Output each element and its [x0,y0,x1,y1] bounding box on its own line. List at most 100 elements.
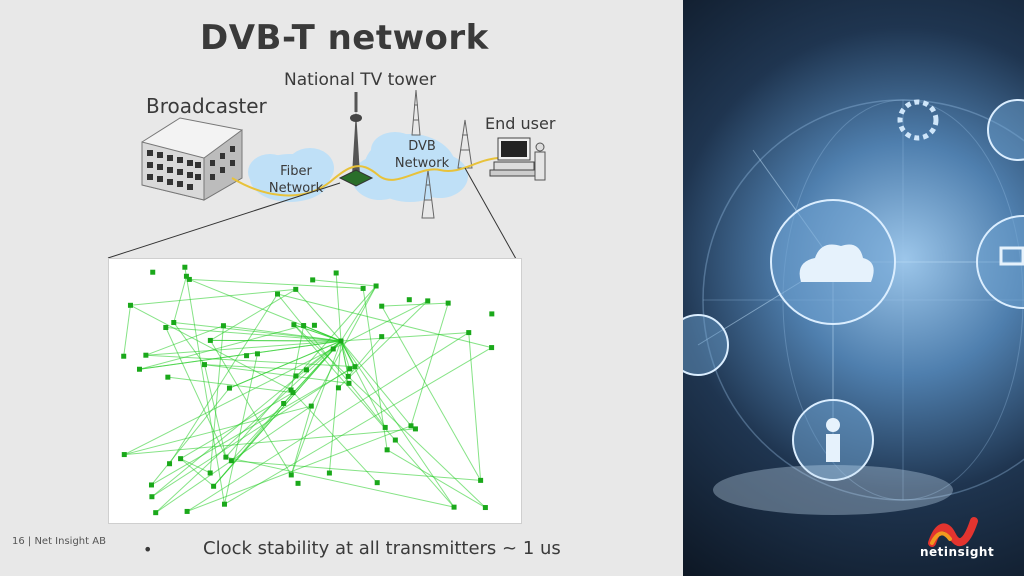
network-node [361,286,366,291]
network-node [374,283,379,288]
network-node [149,494,154,499]
network-link [341,286,376,341]
network-node [244,353,249,358]
network-node [304,367,309,372]
network-node [293,373,298,378]
network-node [184,274,189,279]
zoom-line-right [465,168,520,266]
network-node [331,346,336,351]
network-link [341,341,411,426]
broadcaster-building-icon [142,118,242,200]
network-link [224,354,257,504]
network-node [293,287,298,292]
dvb-network-label-line2: Network [392,155,452,172]
network-node [452,505,457,510]
network-node [346,374,351,379]
network-node [182,265,187,270]
network-link [313,280,376,286]
network-link [210,340,341,341]
network-node [255,351,260,356]
network-node [296,481,301,486]
broadcaster-label: Broadcaster [146,94,267,118]
fiber-network-label-line1: Fiber [264,163,328,180]
network-link [382,303,448,306]
bullet-symbol: • [143,540,152,559]
end-user-label: End user [485,114,555,133]
fiber-network-label-line2: Network [264,180,328,197]
network-node [489,345,494,350]
end-user-computer-icon [490,138,545,180]
network-node [379,334,384,339]
network-link [124,406,311,454]
network-node [446,301,451,306]
network-node [289,472,294,477]
network-node [122,452,127,457]
network-node [385,447,390,452]
network-node [281,401,286,406]
national-tv-tower-label: National TV tower [284,70,436,90]
network-node [149,482,154,487]
database-node-icon [988,100,1024,160]
network-node [466,330,471,335]
network-link [341,341,454,507]
network-topology-map [108,258,522,524]
network-node [407,297,412,302]
network-node [143,353,148,358]
network-node [334,270,339,275]
network-node [227,386,232,391]
gear-icon [900,102,936,138]
network-link [294,325,485,508]
network-node [229,458,234,463]
network-link [226,286,376,457]
network-node [301,323,306,328]
network-node [165,375,170,380]
network-node [221,323,226,328]
network-topology-graph [109,259,521,523]
network-node [163,325,168,330]
network-link [130,289,295,305]
footer-page-number: 16 | Net Insight AB [12,536,106,547]
network-node [153,510,158,515]
network-node [309,404,314,409]
network-node [275,292,280,297]
network-node [289,387,294,392]
network-node [171,320,176,325]
network-node [202,362,207,367]
network-node [185,509,190,514]
network-node [413,426,418,431]
network-node [137,367,142,372]
network-link [387,450,485,508]
network-node [223,455,228,460]
network-node [167,461,172,466]
network-node [478,478,483,483]
slide-title: DVB-T network [200,18,489,58]
network-link [130,305,291,390]
network-node [383,425,388,430]
network-node [336,385,341,390]
network-node [128,303,133,308]
fiber-network-label: Fiber Network [264,163,328,197]
dvb-network-label-line1: DVB [392,138,452,155]
network-node [327,471,332,476]
network-link [231,461,480,481]
network-node [393,438,398,443]
network-node [208,338,213,343]
network-node [150,270,155,275]
network-node [291,322,296,327]
bullet-text: Clock stability at all transmitters ~ 1 … [203,538,561,559]
network-node [425,298,430,303]
network-link [411,303,448,426]
network-node [178,456,183,461]
network-node [310,277,315,282]
network-node [352,364,357,369]
network-node [208,470,213,475]
network-node [408,423,413,428]
network-node [346,381,351,386]
network-node [121,354,126,359]
globe-network-illustration [683,0,1024,576]
network-node [347,366,352,371]
network-node [222,502,227,507]
netinsight-logo-text: netinsight [920,545,994,559]
network-node [339,339,344,344]
device-node-icon [683,315,728,375]
